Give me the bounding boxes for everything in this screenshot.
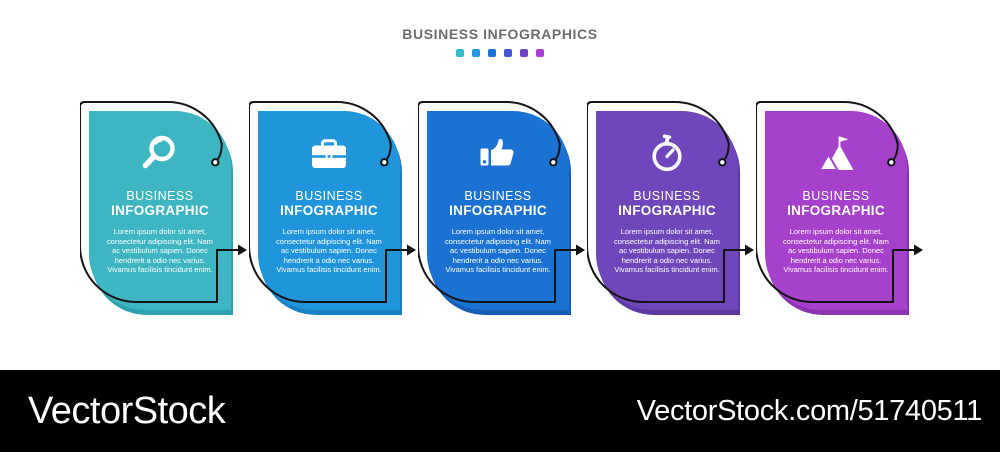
briefcase-icon — [312, 139, 346, 168]
color-dot — [520, 49, 528, 57]
card-title-line1: BUSINESS — [464, 189, 532, 203]
card-shape — [249, 100, 416, 315]
card-title-line2: INFOGRAPHIC — [111, 203, 209, 218]
thumbs-up-icon — [480, 138, 514, 166]
arrow-icon — [576, 244, 585, 256]
card-title-line1: BUSINESS — [295, 189, 363, 203]
color-dot — [488, 49, 496, 57]
vectorstock-logo: VectorStock — [28, 389, 226, 432]
card-shape — [587, 100, 754, 315]
color-dot — [504, 49, 512, 57]
card-shape — [80, 100, 247, 315]
card-title-line1: BUSINESS — [126, 189, 194, 203]
page-title: BUSINESS INFOGRAPHICS — [402, 26, 598, 42]
arrow-icon — [407, 244, 416, 256]
arrow-icon — [914, 244, 923, 256]
watermark-bar: VectorStock VectorStock.com/51740511 — [0, 370, 1000, 452]
connector-dot — [380, 158, 389, 167]
arrow-icon — [238, 244, 247, 256]
card-body-text: Lorem ipsum dolor sit amet, consectetur … — [107, 227, 213, 275]
stopwatch-icon — [652, 134, 682, 172]
card-title-line1: BUSINESS — [633, 189, 701, 203]
infographic-step-1: BUSINESS INFOGRAPHIC Lorem ipsum dolor s… — [80, 100, 250, 322]
card-title-line2: INFOGRAPHIC — [618, 203, 716, 218]
vectorstock-url: VectorStock.com/51740511 — [636, 394, 983, 427]
color-dot — [456, 49, 464, 57]
infographic-step-2: BUSINESS INFOGRAPHIC Lorem ipsum dolor s… — [249, 100, 419, 322]
connector-dot — [887, 158, 896, 167]
card-title-line2: INFOGRAPHIC — [280, 203, 378, 218]
card-body-text: Lorem ipsum dolor sit amet, consectetur … — [445, 227, 551, 275]
arrow-icon — [745, 244, 754, 256]
card-body-text: Lorem ipsum dolor sit amet, consectetur … — [614, 227, 720, 275]
connector-line — [587, 100, 745, 303]
card-title-line2: INFOGRAPHIC — [787, 203, 885, 218]
card-title-line1: BUSINESS — [802, 189, 870, 203]
infographic-step-4: BUSINESS INFOGRAPHIC Lorem ipsum dolor s… — [587, 100, 757, 322]
connector-line — [80, 100, 238, 303]
header: BUSINESS INFOGRAPHICS — [0, 26, 1000, 57]
color-dot — [472, 49, 480, 57]
connector-dot — [211, 158, 220, 167]
connector-line — [756, 100, 914, 303]
connector-dot — [549, 158, 558, 167]
magnifier-icon — [142, 135, 175, 169]
connector-line — [418, 100, 576, 303]
infographic-step-3: BUSINESS INFOGRAPHIC Lorem ipsum dolor s… — [418, 100, 588, 322]
infographic-step-5: BUSINESS INFOGRAPHIC Lorem ipsum dolor s… — [756, 100, 926, 322]
card-shape — [418, 100, 585, 315]
connector-line — [249, 100, 407, 303]
connector-dot — [718, 158, 727, 167]
mountain-flag-icon — [817, 136, 854, 171]
card-body-text: Lorem ipsum dolor sit amet, consectetur … — [276, 227, 382, 275]
header-dots — [0, 49, 1000, 57]
card-body-text: Lorem ipsum dolor sit amet, consectetur … — [783, 227, 889, 275]
card-shape — [756, 100, 923, 315]
color-dot — [536, 49, 544, 57]
card-title-line2: INFOGRAPHIC — [449, 203, 547, 218]
